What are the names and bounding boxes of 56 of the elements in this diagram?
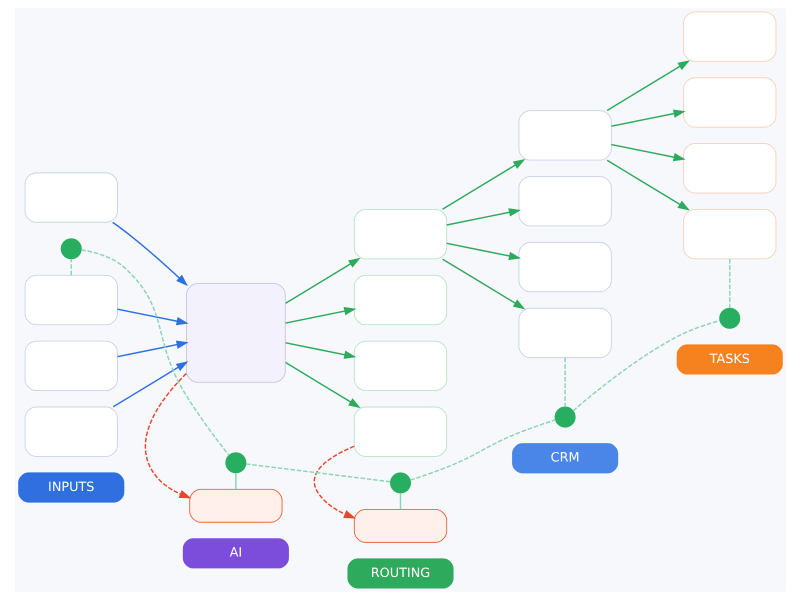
node-box bbox=[518, 110, 612, 161]
node-box bbox=[353, 274, 447, 326]
arrow bbox=[112, 361, 188, 408]
connector bbox=[80, 249, 229, 456]
arrow bbox=[606, 60, 690, 112]
arrow bbox=[284, 307, 356, 324]
node-box: ROUTING bbox=[346, 558, 454, 589]
node-box bbox=[682, 143, 776, 194]
node-circle bbox=[554, 406, 576, 428]
node-box bbox=[186, 283, 286, 383]
connector bbox=[399, 493, 401, 510]
arrow bbox=[112, 222, 188, 286]
arrow bbox=[144, 373, 191, 498]
node-box bbox=[188, 488, 282, 523]
node-box bbox=[518, 308, 612, 358]
connector bbox=[564, 358, 566, 407]
arrow bbox=[313, 446, 356, 519]
node-box bbox=[353, 209, 447, 260]
connector bbox=[572, 320, 720, 412]
node-circle bbox=[718, 308, 740, 329]
node-box bbox=[682, 11, 776, 62]
node-box bbox=[24, 406, 118, 457]
arrow bbox=[442, 258, 525, 310]
node-box: INPUTS bbox=[18, 472, 124, 503]
connector bbox=[728, 259, 730, 308]
arrow bbox=[446, 208, 520, 226]
node-box: AI bbox=[182, 538, 288, 568]
node-box bbox=[518, 242, 612, 292]
arrow bbox=[610, 109, 686, 127]
connector bbox=[70, 259, 72, 276]
node-box bbox=[24, 172, 118, 223]
node-box bbox=[353, 340, 447, 391]
arrow bbox=[284, 362, 360, 408]
node-circle bbox=[389, 472, 411, 494]
arrow bbox=[285, 342, 356, 359]
node-circle bbox=[224, 452, 246, 474]
connector bbox=[234, 473, 236, 489]
node-box bbox=[518, 176, 612, 226]
node-box bbox=[682, 77, 776, 128]
connector bbox=[245, 463, 390, 483]
connector bbox=[410, 419, 556, 481]
arrow bbox=[116, 340, 188, 358]
node-box bbox=[682, 209, 776, 260]
node-box bbox=[353, 406, 447, 457]
arrow bbox=[606, 160, 690, 211]
node-circle bbox=[60, 238, 82, 260]
node-box bbox=[353, 508, 447, 543]
node-box bbox=[24, 340, 118, 391]
arrow bbox=[284, 258, 360, 304]
node-box: TASKS bbox=[676, 344, 782, 375]
node-box: CRM bbox=[512, 443, 618, 474]
arrow bbox=[116, 308, 188, 326]
arrow bbox=[610, 144, 686, 162]
arrow bbox=[446, 242, 520, 260]
arrow bbox=[442, 158, 525, 210]
node-box bbox=[24, 274, 118, 326]
